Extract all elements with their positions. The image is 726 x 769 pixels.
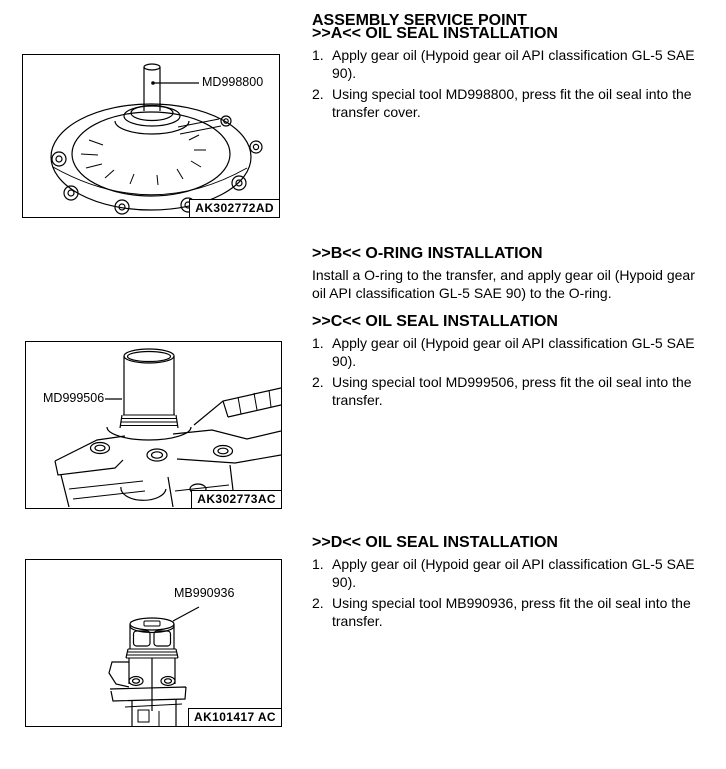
- step-text: Apply gear oil (Hypoid gear oil API clas…: [332, 556, 695, 590]
- bolt-holes: [128, 675, 176, 687]
- transfer-drawing: [108, 617, 187, 726]
- step-number: 1.: [312, 47, 324, 63]
- section-d-steps: 1. Apply gear oil (Hypoid gear oil API c…: [312, 556, 712, 630]
- step-item: 1. Apply gear oil (Hypoid gear oil API c…: [312, 556, 712, 591]
- step-number: 2.: [312, 86, 324, 102]
- bolt-holes: [89, 441, 234, 462]
- step-text: Using special tool MB990936, press fit t…: [332, 595, 691, 629]
- section-c-heading: >>C<< OIL SEAL INSTALLATION: [312, 313, 558, 330]
- section-a-oil-seal-installation: >>A<< OIL SEAL INSTALLATION 1. Apply gea…: [312, 24, 712, 121]
- step-item: 1. Apply gear oil (Hypoid gear oil API c…: [312, 47, 712, 82]
- page-title: ASSEMBLY SERVICE POINT: [312, 11, 527, 29]
- figure-oil-seal-installation-c: MD999506 AK302773AC: [25, 341, 282, 509]
- section-c-oil-seal-installation: >>C<< OIL SEAL INSTALLATION 1. Apply gea…: [312, 312, 712, 409]
- section-a-heading: >>A<< OIL SEAL INSTALLATION: [312, 25, 558, 42]
- figure-oil-seal-installation-a: MD998800 AK302772AD: [22, 54, 280, 218]
- special-tool-cylinder: [125, 617, 179, 659]
- step-item: 1. Apply gear oil (Hypoid gear oil API c…: [312, 335, 712, 370]
- special-tool-cylinder: [119, 348, 179, 429]
- figure-code: AK302773AC: [191, 490, 281, 508]
- step-number: 2.: [312, 374, 324, 390]
- leader-line: [151, 81, 199, 85]
- step-item: 2. Using special tool MD998800, press fi…: [312, 86, 712, 121]
- technical-drawing-transfer-cover: [50, 63, 263, 215]
- special-tool-cylinder: [143, 63, 161, 111]
- section-d-oil-seal-installation: >>D<< OIL SEAL INSTALLATION 1. Apply gea…: [312, 533, 712, 630]
- bolt-holes: [51, 115, 263, 215]
- step-number: 2.: [312, 595, 324, 611]
- step-item: 2. Using special tool MD999506, press fi…: [312, 374, 712, 409]
- section-b-o-ring-installation: >>B<< O-RING INSTALLATION Install a O-ri…: [312, 244, 712, 302]
- transfer-cover-drawing: [50, 63, 263, 215]
- tool-label: MD999506: [43, 391, 105, 405]
- section-b-paragraph: Install a O-ring to the transfer, and ap…: [312, 267, 695, 301]
- step-text: Apply gear oil (Hypoid gear oil API clas…: [332, 335, 695, 369]
- step-item: 2. Using special tool MB990936, press fi…: [312, 595, 712, 630]
- leader-line: [172, 606, 200, 622]
- figure-oil-seal-installation-d: MB990936 AK101417 AC: [25, 559, 282, 727]
- step-number: 1.: [312, 556, 324, 572]
- step-number: 1.: [312, 335, 324, 351]
- figure-code: AK101417 AC: [188, 708, 281, 726]
- section-c-steps: 1. Apply gear oil (Hypoid gear oil API c…: [312, 335, 712, 409]
- section-d-heading: >>D<< OIL SEAL INSTALLATION: [312, 534, 558, 551]
- transfer-drawing: [54, 348, 281, 508]
- tool-label: MB990936: [174, 586, 235, 600]
- step-text: Apply gear oil (Hypoid gear oil API clas…: [332, 47, 695, 81]
- technical-drawing-transfer: [54, 348, 281, 508]
- section-a-steps: 1. Apply gear oil (Hypoid gear oil API c…: [312, 47, 712, 121]
- technical-drawing-transfer-front: [108, 606, 200, 726]
- section-b-heading: >>B<< O-RING INSTALLATION: [312, 245, 543, 262]
- step-text: Using special tool MD999506, press fit t…: [332, 374, 692, 408]
- figure-code: AK302772AD: [189, 199, 279, 217]
- step-text: Using special tool MD998800, press fit t…: [332, 86, 692, 120]
- tool-label: MD998800: [202, 75, 264, 89]
